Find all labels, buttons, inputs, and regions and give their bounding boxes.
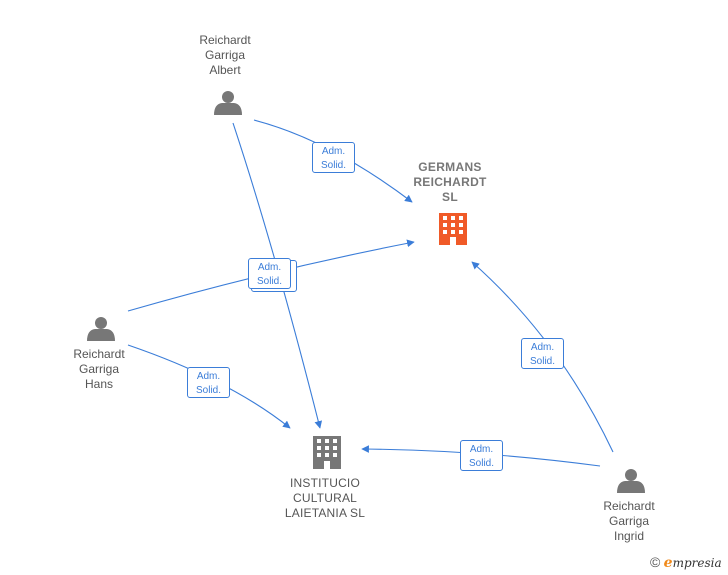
- name-line: Reichardt: [73, 347, 125, 361]
- edge-label-albert-germans[interactable]: Adm. Solid.: [312, 142, 355, 173]
- name-line: Hans: [84, 377, 113, 391]
- copyright-icon: ©: [650, 554, 661, 570]
- name-line: CULTURAL: [292, 491, 358, 505]
- edge-label-line: Adm.: [321, 146, 346, 157]
- edge-label-line: Adm.: [196, 371, 221, 382]
- company-label-germans[interactable]: GERMANS REICHARDT SL: [395, 160, 505, 205]
- person-icon[interactable]: [87, 317, 115, 341]
- name-line: GERMANS: [418, 160, 482, 174]
- footer-brand[interactable]: © empresia: [650, 554, 722, 571]
- name-line: Garriga: [204, 48, 245, 62]
- company-label-institucio[interactable]: INSTITUCIO CULTURAL LAIETANIA SL: [270, 476, 380, 521]
- name-line: INSTITUCIO: [290, 476, 360, 490]
- building-icon[interactable]: [439, 213, 467, 245]
- name-line: Reichardt: [603, 499, 655, 513]
- name-line: Garriga: [78, 362, 119, 376]
- name-line: REICHARDT: [413, 175, 487, 189]
- edge-label-hans-institucio[interactable]: Adm. Solid.: [187, 367, 230, 398]
- edge-label-line: Solid.: [195, 385, 221, 396]
- edge-label-line: Adm.: [530, 342, 555, 353]
- person-label-ingrid[interactable]: Reichardt Garriga Ingrid: [569, 499, 689, 544]
- person-icon[interactable]: [617, 469, 645, 493]
- edge-label-line: Solid.: [320, 160, 346, 171]
- edge-label-line: Solid.: [468, 458, 494, 469]
- building-icon[interactable]: [313, 436, 341, 469]
- person-label-albert[interactable]: Reichardt Garriga Albert: [165, 33, 285, 78]
- edge-label-line: Solid.: [529, 356, 555, 367]
- edge-label-line: Solid.: [256, 276, 282, 287]
- edge-label-ingrid-germans[interactable]: Adm. Solid.: [521, 338, 564, 369]
- name-line: Reichardt: [199, 33, 251, 47]
- name-line: Garriga: [608, 514, 649, 528]
- brand-initial: e: [663, 555, 673, 571]
- name-line: Ingrid: [613, 529, 645, 543]
- edge-label-ingrid-institucio[interactable]: Adm. Solid.: [460, 440, 503, 471]
- name-line: LAIETANIA SL: [284, 506, 366, 520]
- person-label-hans[interactable]: Reichardt Garriga Hans: [39, 347, 159, 392]
- brand-name: mpresia: [672, 556, 722, 570]
- edge-label-line: Adm.: [257, 262, 282, 273]
- name-line: SL: [442, 190, 458, 204]
- person-icon[interactable]: [214, 91, 242, 115]
- edge-label-line: Adm.: [469, 444, 494, 455]
- edge-label-hans-germans[interactable]: Adm. Solid.: [248, 258, 291, 289]
- name-line: Albert: [209, 63, 241, 77]
